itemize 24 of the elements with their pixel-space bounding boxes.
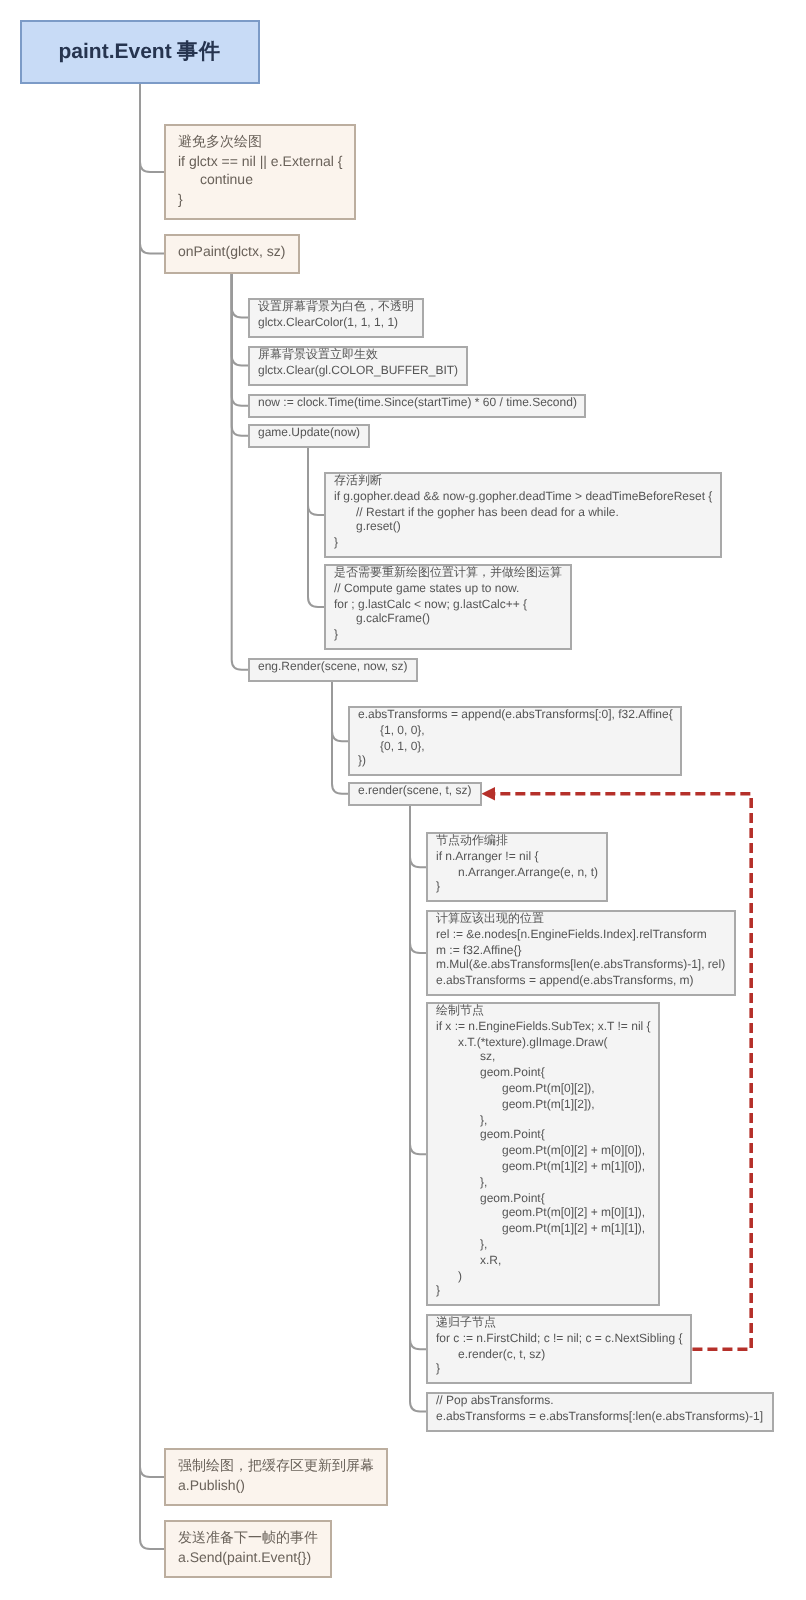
code-box [248,424,371,448]
code-box [324,472,723,558]
code-box [248,658,418,682]
code-box [426,1002,661,1307]
code-box [426,1314,693,1385]
code-box [426,1392,774,1432]
code-box [324,564,572,650]
topic-title: paint.Event 事件 [58,38,222,66]
topic-box [164,1520,332,1578]
topic-box [164,124,357,220]
connector-line [230,272,249,671]
code-box [426,910,736,996]
code-box [348,706,683,777]
topic-box [164,1448,388,1506]
code-box [426,832,609,903]
code-box [248,394,587,418]
root-topic-box [20,20,260,84]
arrow [481,786,753,1351]
code-box [348,782,482,806]
topic-box [164,234,300,273]
code-box [248,346,469,386]
connector-line [331,680,349,795]
code-box [248,298,424,338]
connector-line [307,446,325,608]
